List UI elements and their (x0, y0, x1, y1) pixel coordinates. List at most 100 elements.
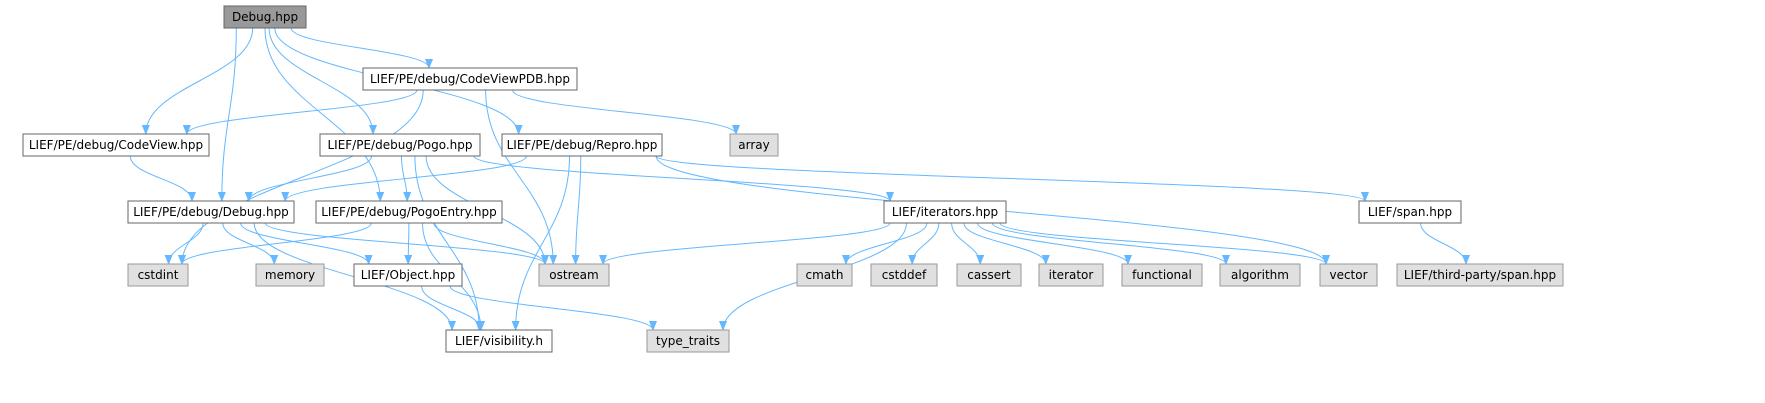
node-label: LIEF/PE/debug/Debug.hpp (133, 205, 289, 219)
edge-pogoentry-to-cstdint (178, 222, 372, 265)
edge-iterators-to-ostream (599, 222, 891, 265)
node-box (1038, 263, 1104, 287)
edge-pogo-to-visibility (414, 155, 484, 331)
edge-codeviewpdb-to-codeview (182, 89, 418, 135)
node-box (353, 263, 463, 287)
node-label: LIEF/third-party/span.hpp (1404, 268, 1556, 282)
node-box (729, 133, 779, 157)
node-box (956, 263, 1022, 287)
node-third-party-span: LIEF/third-party/span.hpp (1396, 263, 1564, 287)
node-debug-hpp[interactable]: Debug.hpp (223, 5, 307, 29)
node-label: cstddef (882, 268, 927, 282)
edge-pe-debug-to-ostream (264, 222, 549, 265)
node-label: LIEF/Object.hpp (361, 268, 456, 282)
node-label: LIEF/PE/debug/CodeView.hpp (29, 138, 203, 152)
edge-pe-debug-to-visibility (253, 222, 456, 331)
node-label: LIEF/PE/debug/Pogo.hpp (327, 138, 472, 152)
node-vector: vector (1319, 263, 1378, 287)
node-cstddef: cstddef (870, 263, 938, 287)
node-cassert: cassert (956, 263, 1022, 287)
node-label: functional (1132, 268, 1192, 282)
node-label: LIEF/visibility.h (455, 334, 543, 348)
edge-iterators-to-functional (977, 222, 1132, 265)
node-cmath: cmath (796, 263, 853, 287)
node-label: Debug.hpp (232, 10, 298, 24)
node-label: LIEF/PE/debug/Repro.hpp (507, 138, 658, 152)
node-label: vector (1329, 268, 1367, 282)
node-label: algorithm (1231, 268, 1289, 282)
node-box (538, 263, 610, 287)
node-span[interactable]: LIEF/span.hpp (1358, 200, 1462, 224)
node-label: memory (265, 268, 315, 282)
node-iterator: iterator (1038, 263, 1104, 287)
node-pogoentry[interactable]: LIEF/PE/debug/PogoEntry.hpp (315, 200, 503, 224)
edge-pogoentry-to-ostream (433, 222, 549, 265)
edge-object-to-visibility (421, 285, 485, 331)
edge-codeviewpdb-to-cstdint (178, 89, 424, 265)
node-box (501, 133, 663, 157)
edge-repro-to-span (655, 155, 1369, 202)
node-box (1121, 263, 1203, 287)
edge-iterators-to-iterator (963, 222, 1050, 265)
node-pe-debug[interactable]: LIEF/PE/debug/Debug.hpp (127, 200, 295, 224)
edge-pe-debug-to-cstdint (164, 222, 204, 265)
node-box (646, 329, 730, 353)
edge-repro-to-ostream (571, 155, 582, 265)
node-box (445, 329, 553, 353)
edge-pe-debug-to-memory (222, 222, 279, 265)
node-label: array (738, 138, 769, 152)
node-label: cmath (806, 268, 844, 282)
edge-codeview-to-pe-debug (129, 155, 196, 202)
edge-span-to-third-party-span (1420, 222, 1470, 265)
node-box (127, 200, 295, 224)
edge-iterators-to-cassert (951, 222, 985, 265)
node-label: type_traits (656, 334, 720, 348)
node-box (870, 263, 938, 287)
node-label: LIEF/PE/debug/PogoEntry.hpp (321, 205, 496, 219)
node-box (255, 263, 325, 287)
edge-pogoentry-to-object (404, 222, 413, 265)
node-repro[interactable]: LIEF/PE/debug/Repro.hpp (501, 133, 663, 157)
edge-repro-to-pe-debug (281, 155, 527, 202)
edge-debug-hpp-to-pogo (268, 27, 377, 135)
node-box (1358, 200, 1462, 224)
node-box (1396, 263, 1564, 287)
node-label: LIEF/iterators.hpp (892, 205, 998, 219)
node-box (223, 5, 307, 29)
edge-pogo-to-iterators (473, 155, 894, 202)
node-box (315, 200, 503, 224)
node-array: array (729, 133, 779, 157)
node-iterators[interactable]: LIEF/iterators.hpp (883, 200, 1007, 224)
node-label: LIEF/span.hpp (1368, 205, 1452, 219)
edge-object-to-type-traits (449, 285, 657, 331)
node-label: iterator (1049, 268, 1094, 282)
edge-debug-hpp-to-codeview (141, 27, 254, 135)
node-pogo[interactable]: LIEF/PE/debug/Pogo.hpp (319, 133, 481, 157)
node-codeview[interactable]: LIEF/PE/debug/CodeView.hpp (22, 133, 210, 157)
edge-repro-to-visibility (511, 155, 570, 331)
node-box (319, 133, 481, 157)
node-box (883, 200, 1007, 224)
node-object[interactable]: LIEF/Object.hpp (353, 263, 463, 287)
edge-iterators-to-algorithm (991, 222, 1230, 265)
node-box (796, 263, 853, 287)
edge-codeviewpdb-to-ostream (485, 89, 558, 265)
node-label: cstdint (138, 268, 179, 282)
node-ostream: ostream (538, 263, 610, 287)
node-codeviewpdb[interactable]: LIEF/PE/debug/CodeViewPDB.hpp (362, 67, 578, 91)
node-box (1319, 263, 1378, 287)
edge-pogo-to-pe-debug (244, 155, 373, 202)
node-memory: memory (255, 263, 325, 287)
edge-iterators-to-cstddef (908, 222, 940, 265)
edges-layer (129, 27, 1470, 331)
edge-iterators-to-vector (999, 222, 1330, 265)
node-visibility[interactable]: LIEF/visibility.h (445, 329, 553, 353)
node-box (362, 67, 578, 91)
edge-debug-hpp-to-codeviewpdb (290, 27, 433, 69)
node-label: LIEF/PE/debug/CodeViewPDB.hpp (370, 72, 570, 86)
edge-pe-debug-to-object (240, 222, 373, 265)
node-functional: functional (1121, 263, 1203, 287)
node-cstdint: cstdint (127, 263, 189, 287)
node-algorithm: algorithm (1219, 263, 1301, 287)
